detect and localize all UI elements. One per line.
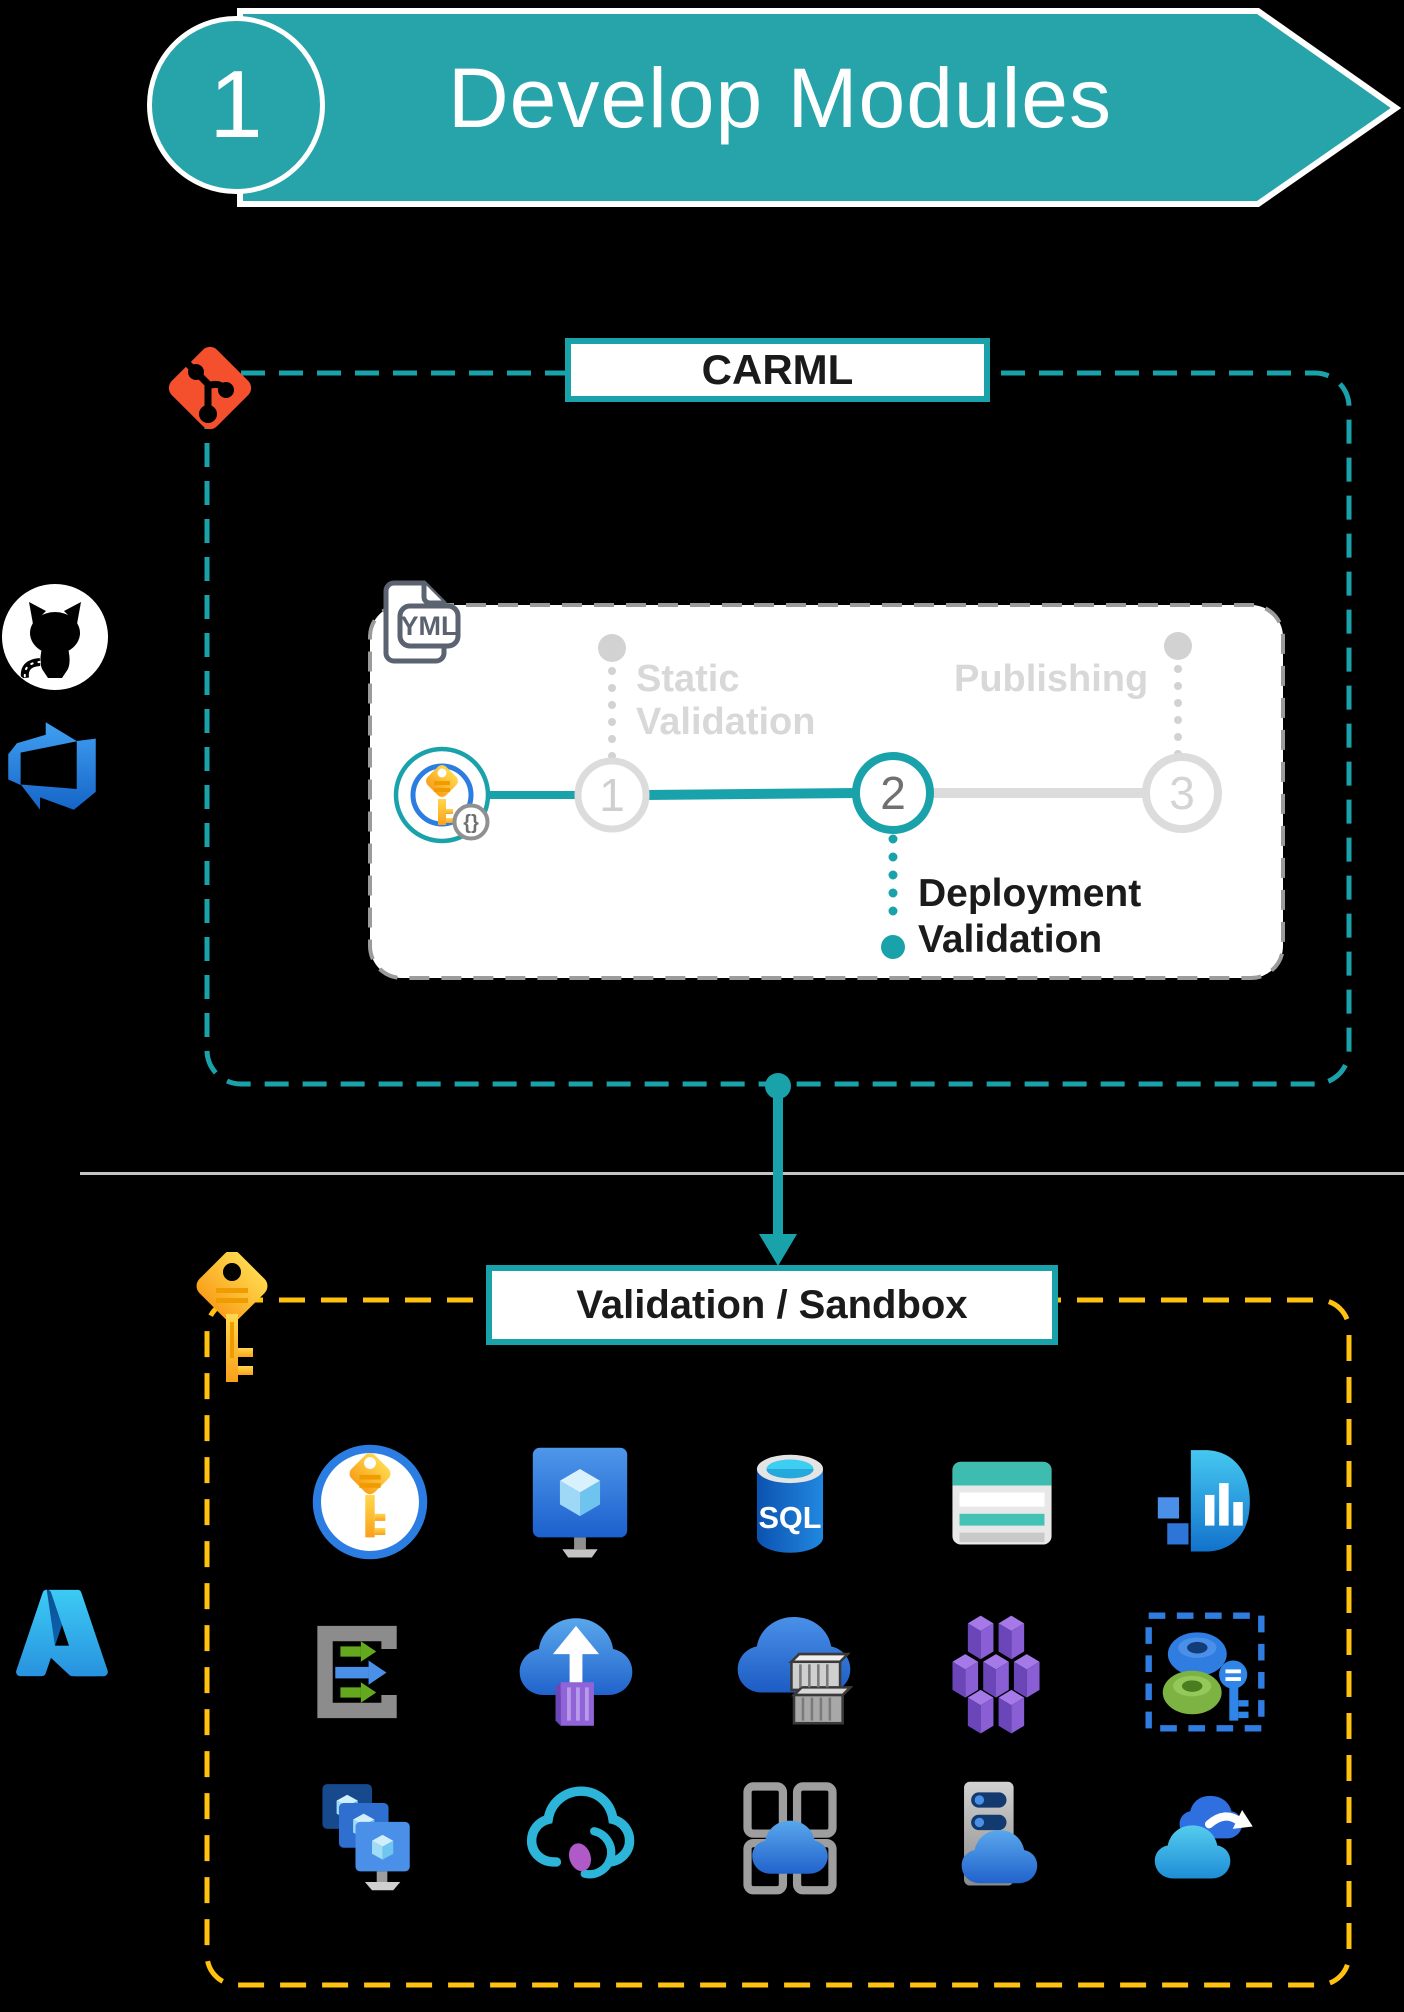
- deployment-validation-label: Deployment Validation: [918, 872, 1142, 961]
- git-icon: [168, 346, 252, 430]
- cloud-upload-container-icon: [519, 1618, 633, 1726]
- banner-step-circle: 1: [147, 16, 325, 194]
- key-vault-icon: [312, 1444, 428, 1560]
- connector-1-to-2: [645, 788, 859, 800]
- azure-logo-icon: [16, 1589, 108, 1677]
- virtual-machine-icon: [532, 1447, 628, 1558]
- table-storage-icon: [952, 1461, 1052, 1545]
- carml-label: CARML: [701, 346, 854, 393]
- separator-line: [80, 1172, 1404, 1175]
- key-icon: [426, 765, 458, 825]
- braces-badge: [452, 803, 490, 841]
- sandbox-label-box: Validation / Sandbox: [486, 1265, 1058, 1345]
- publishing-dot: [1164, 632, 1192, 660]
- yml-badge-text: YML: [401, 611, 458, 641]
- pipeline-step-2-circle: [852, 752, 934, 834]
- github-icon: [2, 584, 108, 690]
- cloud-sync-icon: [1154, 1795, 1253, 1879]
- sql-label: SQL: [758, 1501, 821, 1535]
- virtual-desktop-icon: [743, 1782, 837, 1895]
- pipeline-panel: 1 3 2 {}: [368, 603, 1285, 980]
- braces-badge-text: {}: [463, 812, 479, 834]
- cloud-containers-icon: [737, 1616, 854, 1725]
- data-gateway-icon: [317, 1625, 397, 1719]
- yml-file-icon: YML: [383, 580, 461, 664]
- carml-label-box: CARML: [565, 338, 990, 402]
- sql-database-icon: SQL: [756, 1454, 824, 1553]
- deployment-validation-dot: [881, 935, 905, 959]
- pipeline-step-3-circle: [1142, 753, 1222, 833]
- pipeline-step-2-number: 2: [880, 767, 906, 819]
- static-validation-dot: [598, 634, 626, 662]
- server-cloud-host-icon: [961, 1781, 1038, 1886]
- monitor-analytics-icon: [1157, 1450, 1250, 1552]
- publishing-label: Publishing: [954, 658, 1149, 700]
- pipeline-keyvault-node: {}: [393, 746, 491, 844]
- azure-devops-icon: [8, 722, 96, 810]
- sandbox-dashed-box: [204, 1297, 1352, 1988]
- cloud-arc-icon: [526, 1786, 635, 1879]
- static-validation-label: Static Validation: [636, 658, 816, 743]
- service-fabric-cluster-icon: [952, 1615, 1040, 1734]
- flow-arrow-down: [759, 1073, 797, 1266]
- pipeline-step-1-number: 1: [599, 769, 625, 821]
- vm-scale-set-icon: [322, 1784, 410, 1891]
- subscription-key-icon: [196, 1252, 268, 1382]
- pipeline-step-3-number: 3: [1169, 767, 1195, 819]
- sandbox-label: Validation / Sandbox: [576, 1282, 968, 1327]
- pipeline-step-1-circle: [574, 757, 650, 833]
- banner-title: Develop Modules: [447, 51, 1113, 145]
- banner-step-number: 1: [209, 51, 263, 158]
- encrypted-database-icon: [1145, 1612, 1265, 1732]
